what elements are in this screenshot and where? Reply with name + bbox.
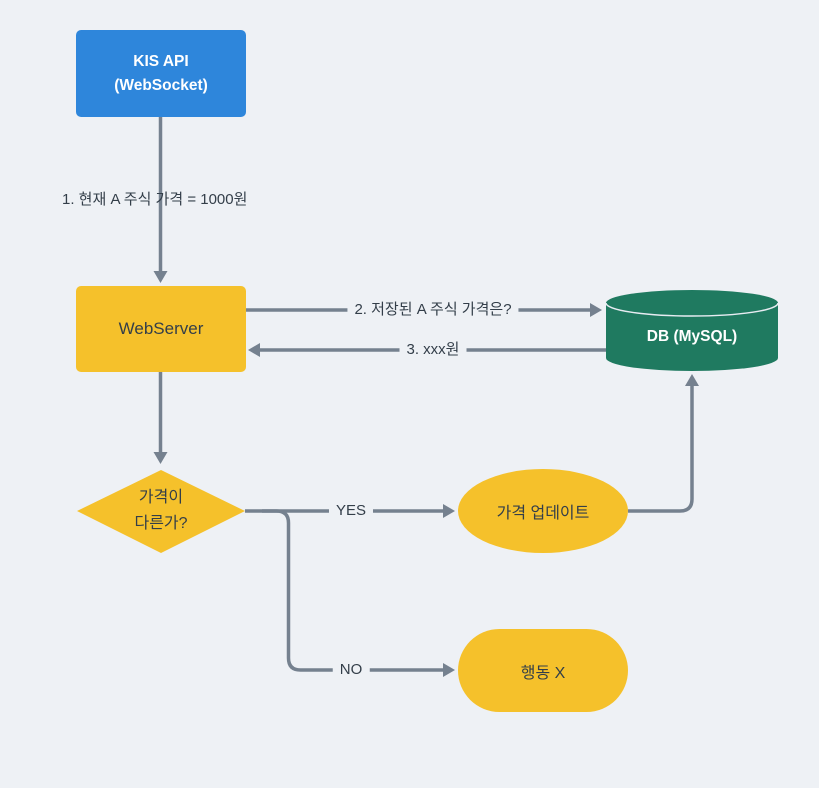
arrowhead-down-webserver bbox=[153, 271, 168, 283]
arrowhead-down-decision bbox=[153, 452, 168, 464]
node-db-seam bbox=[605, 302, 779, 317]
arrowhead-right-update bbox=[443, 504, 455, 518]
node-update bbox=[458, 469, 628, 553]
node-db-body bbox=[606, 303, 778, 371]
edge-no bbox=[262, 509, 444, 672]
node-db-cap bbox=[606, 290, 778, 316]
node-decision bbox=[77, 470, 245, 553]
arrowhead-right-db bbox=[590, 303, 602, 317]
edge-update-to-db bbox=[628, 385, 694, 513]
arrowhead-left-webserver bbox=[248, 343, 260, 357]
arrowhead-up-db bbox=[685, 374, 699, 386]
node-webserver bbox=[76, 286, 246, 372]
arrowhead-right-action bbox=[443, 663, 455, 677]
node-action bbox=[458, 629, 628, 712]
node-kis-api bbox=[76, 30, 246, 117]
